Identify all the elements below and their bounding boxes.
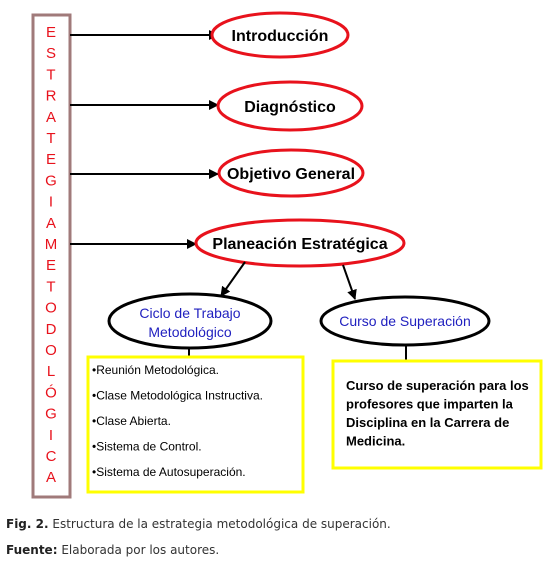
vertical-label-letter: A xyxy=(46,469,56,486)
ciclo-item: •Reunión Metodológica. xyxy=(92,363,219,377)
source-caption-text: Elaborada por los autores. xyxy=(57,543,220,557)
curso-description-text: Curso de superación para los profesores q… xyxy=(346,378,529,449)
vertical-label-letter: O xyxy=(45,300,57,317)
node-introduccion-label: Introducción xyxy=(232,28,329,45)
vertical-label-letter: O xyxy=(45,342,57,359)
vertical-label-letter: A xyxy=(46,109,56,126)
node-objetivo-general-label: Objetivo General xyxy=(227,166,355,183)
ciclo-item: •Sistema de Control. xyxy=(92,440,202,454)
node-ciclo-label-1: Ciclo de Trabajo xyxy=(139,305,240,321)
vertical-label-letter: A xyxy=(46,215,56,232)
vertical-label-letter: T xyxy=(46,130,55,147)
arrow-to-curso xyxy=(342,264,357,300)
vertical-label-letter: T xyxy=(46,278,55,295)
vertical-label-letter: D xyxy=(46,321,57,338)
node-planeacion xyxy=(194,218,406,268)
vertical-label-letter: E xyxy=(46,151,56,168)
ciclo-item: •Sistema de Autosuperación. xyxy=(92,465,246,479)
arrow-to-ciclo xyxy=(220,261,246,297)
ciclo-items-list: •Reunión Metodológica. •Clase Metodológic… xyxy=(92,363,263,479)
ciclo-items-box xyxy=(86,355,305,494)
vertical-label-letter: Ó xyxy=(45,384,57,401)
ciclo-item: •Clase Abierta. xyxy=(92,414,171,428)
curso-description-line: profesores que imparten la xyxy=(346,397,514,412)
node-objetivo-general xyxy=(217,148,365,198)
vertical-label-letter: R xyxy=(46,88,57,105)
vertical-label-letter: C xyxy=(46,448,57,465)
curso-description-line: Disciplina en la Carrera de xyxy=(346,415,509,430)
vertical-strategy-box xyxy=(31,13,72,499)
vertical-label-letter: E xyxy=(46,257,56,274)
curso-description-line: Curso de superación para los xyxy=(346,378,529,393)
vertical-label-letter: L xyxy=(47,363,55,380)
figure-caption-text: Estructura de la estrategia metodológica… xyxy=(48,517,391,531)
node-ciclo-label-2: Metodológico xyxy=(148,324,231,340)
node-diagnostico-label: Diagnóstico xyxy=(244,99,336,116)
curso-description-line: Medicina. xyxy=(346,434,405,449)
vertical-label-letter: G xyxy=(45,406,57,423)
vertical-label-letter: I xyxy=(49,427,53,444)
curso-description-box xyxy=(331,359,543,470)
figure-caption: Fig. 2. Estructura de la estrategia meto… xyxy=(6,517,391,531)
vertical-label-letter: I xyxy=(49,194,53,211)
node-curso-label: Curso de Superación xyxy=(339,313,471,329)
node-planeacion-label: Planeación Estratégica xyxy=(212,236,387,253)
source-caption-label: Fuente: xyxy=(6,543,58,557)
figure-caption-label: Fig. 2. xyxy=(6,517,49,531)
node-diagnostico xyxy=(216,80,364,132)
vertical-label-letter: S xyxy=(46,45,56,62)
ciclo-item: •Clase Metodológica Instructiva. xyxy=(92,389,263,403)
vertical-label-letter: G xyxy=(45,172,57,189)
vertical-label-letter: E xyxy=(46,24,56,41)
vertical-label-letter: M xyxy=(45,236,58,253)
vertical-label-letter: T xyxy=(46,66,55,83)
source-caption: Fuente: Elaborada por los autores. xyxy=(6,543,219,557)
node-introduccion xyxy=(210,11,350,59)
